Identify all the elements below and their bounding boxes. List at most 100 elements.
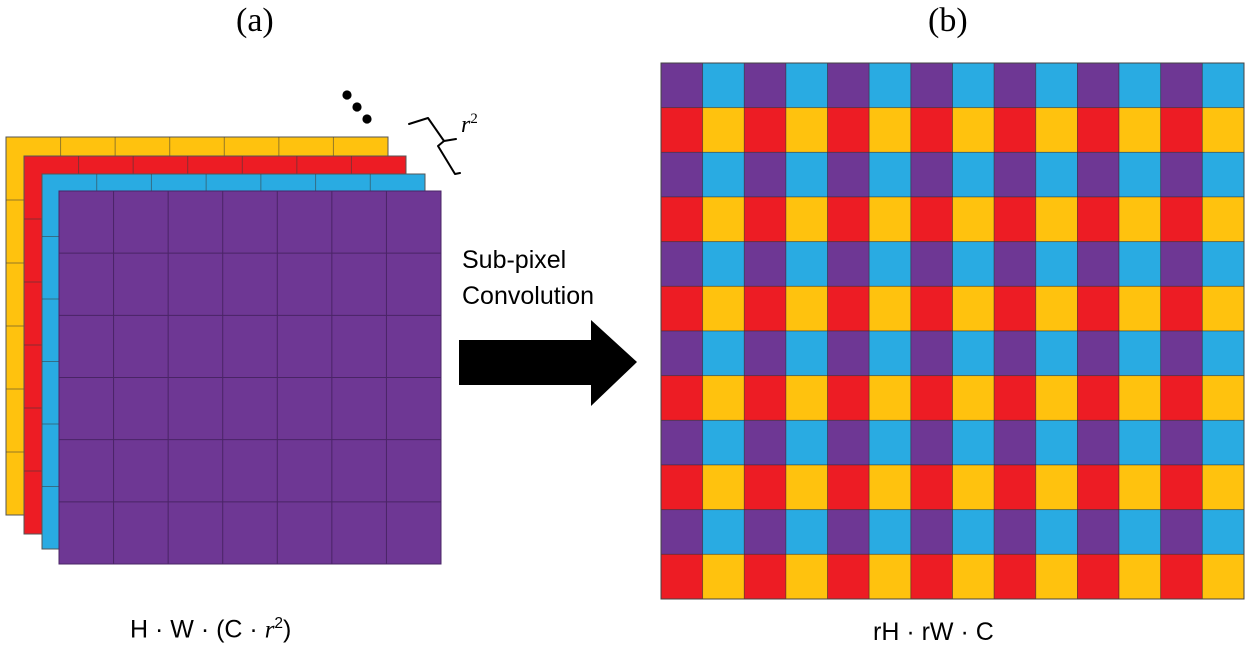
output-cell [785,62,828,109]
output-cell [952,107,995,153]
output-cell [868,375,912,421]
output-cell [1160,196,1203,243]
output-cell [1160,553,1203,600]
output-cell [785,330,828,377]
output-cell [785,375,828,421]
output-cell [1160,107,1203,153]
r2-base: r [461,112,471,138]
ellipsis-dot [362,114,372,124]
output-cell [702,241,745,287]
output-cell [868,241,912,287]
output-cell [702,375,745,421]
output-cell [1160,419,1203,466]
output-cell [702,285,745,332]
input-shape-exponent: 2 [274,615,284,632]
output-cell [827,107,870,153]
output-cell [827,553,870,600]
output-cell [1077,330,1120,377]
output-cell [1201,375,1245,421]
output-cell [743,285,787,332]
output-cell [952,285,995,332]
output-cell [660,553,704,600]
output-cell [1035,285,1078,332]
output-cell [993,151,1037,198]
output-cell [743,509,787,555]
output-cell [1201,107,1245,153]
output-cell [952,62,995,109]
output-cell [993,107,1037,153]
output-cell [785,151,828,198]
output-cell [785,196,828,243]
output-cell [910,196,953,243]
output-cell [827,62,870,109]
output-cell [910,151,953,198]
output-cell [952,196,995,243]
output-cell [952,509,995,555]
output-cell [743,241,787,287]
output-cell [827,196,870,243]
output-cell [1160,241,1203,287]
output-cell [1118,107,1162,153]
output-cell [702,196,745,243]
output-cell [702,151,745,198]
output-cell [743,419,787,466]
output-cell [993,375,1037,421]
output-cell [910,330,953,377]
output-cell [1160,62,1203,109]
output-cell [1118,553,1162,600]
input-shape-suffix: ) [283,615,292,644]
output-grid-border [660,62,1245,600]
output-cell [910,241,953,287]
output-cell [993,62,1037,109]
output-cell [868,62,912,109]
output-cell [743,107,787,153]
output-cell [1201,196,1245,243]
output-cell [868,196,912,243]
output-cell [1035,375,1078,421]
output-cell [1118,285,1162,332]
output-cell [910,509,953,555]
output-cell [1118,62,1162,109]
output-cell [702,553,745,600]
output-cell [910,62,953,109]
output-cell [1077,553,1120,600]
r2-exponent: 2 [470,111,478,127]
output-cell [660,62,704,109]
output-cell [1201,553,1245,600]
r-squared-label: r2 [461,112,478,137]
output-cell [910,419,953,466]
output-cell [785,285,828,332]
output-cell [1160,151,1203,198]
output-cell [1035,196,1078,243]
input-shape-r: r [264,616,275,644]
output-cell [1035,241,1078,287]
output-cell [1035,107,1078,153]
output-cell [743,464,787,511]
output-cell [952,375,995,421]
output-cell [1201,464,1245,511]
panel-a-label: (a) [236,2,274,39]
output-shape-caption: rH · rW · C [873,618,994,646]
output-cell [1160,330,1203,377]
output-cell [702,62,745,109]
output-cell [1201,62,1245,109]
output-cell [1118,330,1162,377]
output-cell [1201,285,1245,332]
output-cell [1077,419,1120,466]
output-cell [660,196,704,243]
output-cell [702,464,745,511]
output-cell [993,285,1037,332]
output-cell [660,509,704,555]
output-cell [827,375,870,421]
output-cell [952,151,995,198]
output-cell [827,509,870,555]
output-cell [952,553,995,600]
output-cell [743,196,787,243]
output-cell [993,330,1037,377]
r2-brace [408,117,461,175]
output-cell [1201,330,1245,377]
output-cell [1035,419,1078,466]
output-cell [702,330,745,377]
output-cell [1035,151,1078,198]
